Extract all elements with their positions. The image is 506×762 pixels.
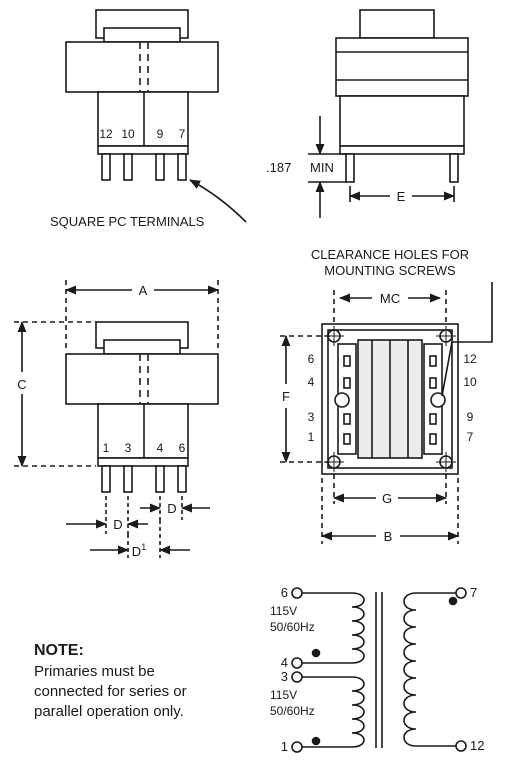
dim-e-label: E [397, 189, 406, 204]
front-pin-label-4: 4 [157, 441, 164, 455]
clearance-holes-label-line1: CLEARANCE HOLES FOR [311, 247, 469, 262]
polarity-dot-1 [311, 736, 321, 746]
dim-d-label: D [113, 517, 122, 532]
top-winding-voltage: 115V [270, 604, 297, 618]
top-right-core [335, 37, 469, 97]
top-pin-label-9: 9 [157, 127, 164, 141]
terminal-7 [455, 587, 467, 599]
square-pc-terminals-leader [189, 179, 247, 223]
top-right-transformer-view [308, 9, 469, 218]
bottom-right-pin-label-7: 7 [467, 430, 474, 444]
top-right-pin-right [449, 153, 459, 183]
polarity-dot-7 [448, 596, 458, 606]
dim-c-label: C [17, 377, 26, 392]
top-pin-label-12: 12 [99, 127, 113, 141]
top-winding-frequency: 50/60Hz [270, 620, 315, 634]
top-right-bobbin-cap [359, 9, 435, 39]
schematic-label-12: 12 [470, 738, 484, 753]
schematic-label-7: 7 [470, 585, 477, 600]
note-line-3: parallel operation only. [34, 703, 184, 720]
dim-g-label: G [382, 491, 392, 506]
front-pin-label-1: 1 [103, 441, 110, 455]
front-pin-3 [123, 465, 133, 493]
primary-winding-bottom [351, 676, 365, 748]
schematic-label-6: 6 [281, 585, 288, 600]
front-bracket [97, 403, 189, 459]
top-left-pin-12 [101, 153, 111, 181]
note-line-1: Primaries must be [34, 663, 155, 680]
front-pin-1 [101, 465, 111, 493]
note-title: NOTE: [34, 642, 84, 659]
terminal-1 [291, 741, 303, 753]
terminal-3 [291, 671, 303, 683]
dim-mc-label: MC [380, 291, 400, 306]
mounting-hole-right [430, 392, 446, 408]
front-pin-label-3: 3 [125, 441, 132, 455]
bottom-right-pin-label-12: 12 [463, 352, 477, 366]
secondary-winding [403, 592, 417, 747]
terminal-12 [455, 740, 467, 752]
bottom-mounting-view [280, 282, 493, 544]
dim-b-label: B [384, 529, 393, 544]
bottom-left-pin-label-3: 3 [308, 410, 315, 424]
top-left-transformer-view [65, 9, 247, 223]
bottom-left-pin-label-6: 6 [308, 352, 315, 366]
schematic-label-3: 3 [281, 669, 288, 684]
dim-min-label: MIN [310, 160, 334, 175]
schematic-label-1: 1 [281, 739, 288, 754]
clearance-holes-label-line2: MOUNTING SCREWS [324, 263, 456, 278]
front-pin-label-6: 6 [179, 441, 186, 455]
bottom-left-pin-label-1: 1 [308, 430, 315, 444]
top-right-pin-left [345, 153, 355, 183]
dim-187-label: .187 [266, 160, 291, 175]
bottom-right-pin-label-10: 10 [463, 375, 477, 389]
top-left-core [65, 41, 219, 93]
bottom-winding-voltage: 115V [270, 688, 297, 702]
top-left-pin-7 [177, 153, 187, 181]
terminal-6 [291, 587, 303, 599]
top-pin-label-7: 7 [179, 127, 186, 141]
note-block: NOTE: Primaries must be connected for se… [34, 642, 244, 722]
dim-d1-label: D1 [132, 542, 146, 559]
top-left-pin-9 [155, 153, 165, 181]
top-pin-label-10: 10 [121, 127, 135, 141]
top-left-pin-10 [123, 153, 133, 181]
bottom-left-pin-label-4: 4 [308, 375, 315, 389]
front-bobbin-rim [103, 339, 181, 355]
note-line-2: connected for series or [34, 683, 187, 700]
polarity-dot-4 [311, 648, 321, 658]
dim-a-label: A [139, 283, 148, 298]
wiring-schematic [291, 587, 467, 753]
dim-d-right-label: D [167, 501, 176, 516]
front-pin-4 [155, 465, 165, 493]
primary-winding-top [351, 592, 365, 664]
front-pin-6 [177, 465, 187, 493]
front-core [65, 353, 219, 405]
square-pc-terminals-label: SQUARE PC TERMINALS [50, 214, 205, 229]
bottom-winding-frequency: 50/60Hz [270, 704, 315, 718]
dim-f-label: F [282, 389, 290, 404]
terminal-4 [291, 657, 303, 669]
mounting-hole-left [334, 392, 350, 408]
top-right-bracket [339, 95, 465, 147]
front-transformer-view [14, 280, 220, 558]
top-left-bobbin-rim [103, 27, 181, 43]
bottom-right-pin-label-9: 9 [467, 410, 474, 424]
top-left-bracket [97, 91, 189, 147]
schematic-label-4: 4 [281, 655, 288, 670]
